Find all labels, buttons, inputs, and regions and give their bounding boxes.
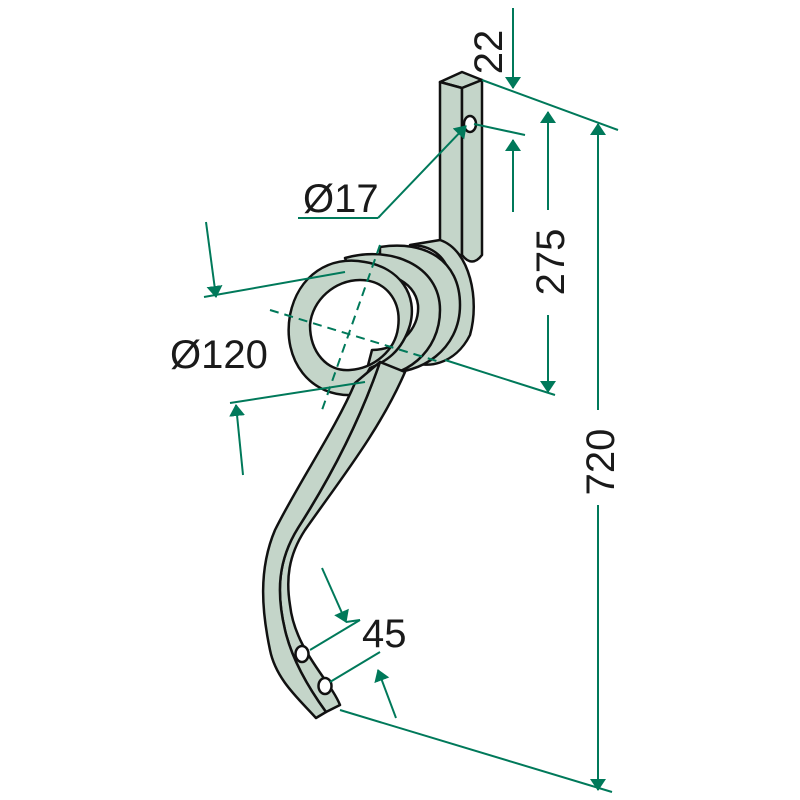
dim-hole-diameter-label: Ø17 xyxy=(303,177,379,221)
upper-shank xyxy=(438,70,484,263)
spring-tine xyxy=(261,70,484,720)
dim-22-label: 22 xyxy=(467,30,511,75)
dimension-lines xyxy=(203,8,619,793)
dim-coil-diameter-label: Ø120 xyxy=(170,333,268,377)
dim-275-label: 275 xyxy=(529,229,573,296)
dim-45-label: 45 xyxy=(362,612,407,656)
lower-arm xyxy=(261,360,407,720)
dim-720-label: 720 xyxy=(579,429,623,496)
